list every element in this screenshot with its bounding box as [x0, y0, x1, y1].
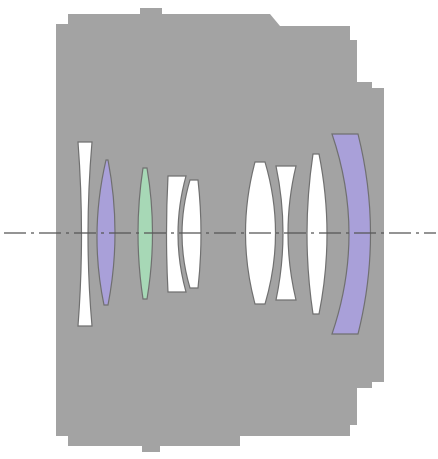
lens-element-1	[77, 141, 93, 327]
lens-element-5	[181, 179, 202, 289]
lens-element-8	[306, 153, 328, 315]
lens-element-2	[96, 159, 116, 306]
lens-element-9	[331, 133, 372, 335]
lens-barrel	[56, 8, 384, 452]
optical-elements	[77, 133, 372, 335]
lens-element-4	[165, 175, 187, 293]
